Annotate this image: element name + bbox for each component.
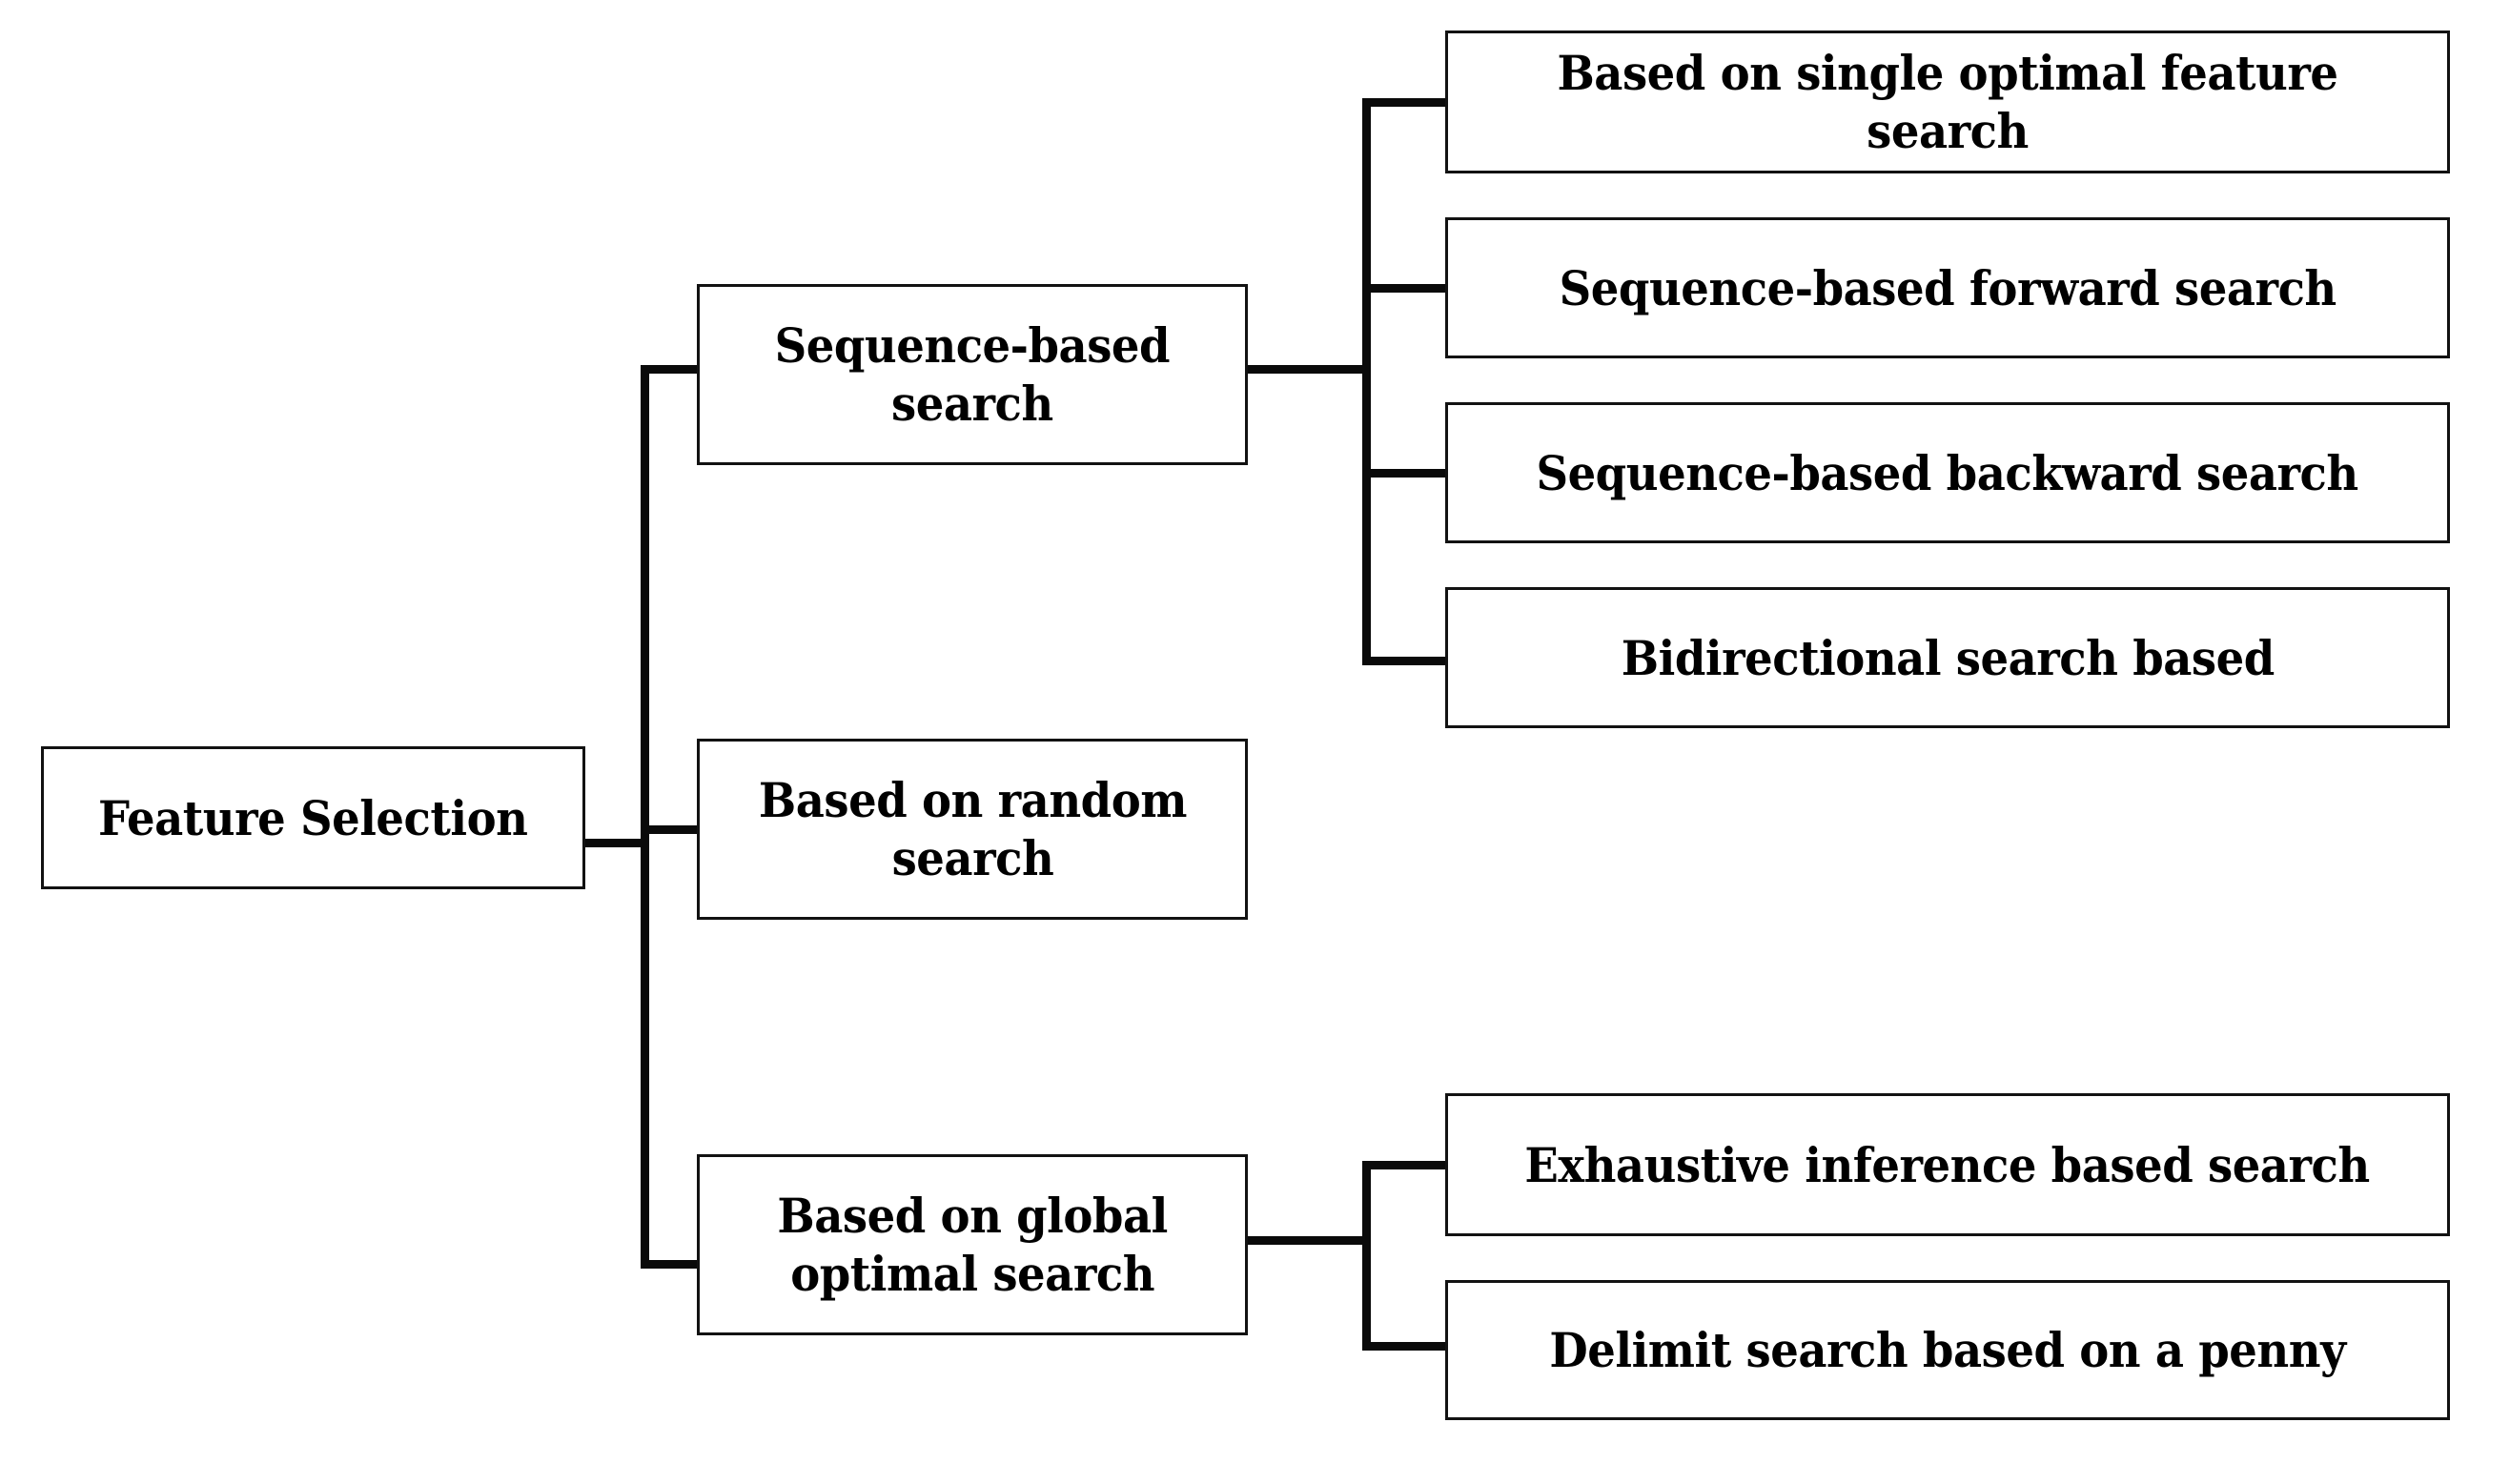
node-based-on-random-search[interactable]: Based on random search [697,739,1248,920]
node-exhaustive-inference-based-search[interactable]: Exhaustive inference based search [1445,1093,2450,1236]
connector-trunk-to-global [641,1260,700,1269]
connector-global-out [1248,1236,1370,1245]
connector-root-to-trunk [585,839,649,847]
connector-sequence-to-child-3 [1362,657,1448,665]
node-label: Sequence-based search [774,317,1171,432]
connector-trunk-vertical [641,365,649,1269]
node-sequence-based-search[interactable]: Sequence-based search [697,284,1248,465]
node-sequence-based-backward-search[interactable]: Sequence-based backward search [1445,402,2450,543]
connector-sequence-out [1248,365,1370,374]
node-label: Sequence-based backward search [1536,444,2359,501]
node-label: Delimit search based on a penny [1549,1322,2346,1378]
connector-trunk-to-random [641,825,700,834]
connector-sequence-to-child-2 [1362,469,1448,478]
node-label: Bidirectional search based [1621,629,2275,686]
connector-sequence-to-child-0 [1362,98,1448,107]
node-label: Feature Selection [98,789,528,846]
node-based-on-single-optimal-feature-search[interactable]: Based on single optimal feature search [1445,30,2450,173]
node-bidirectional-search-based[interactable]: Bidirectional search based [1445,587,2450,728]
connector-trunk-to-sequence [641,365,700,374]
connector-global-to-child-1 [1362,1342,1448,1351]
connector-sequence-to-child-1 [1362,284,1448,293]
node-label: Sequence-based forward search [1559,259,2337,316]
connector-global-spine [1362,1161,1371,1351]
connector-global-to-child-0 [1362,1161,1448,1169]
node-label: Exhaustive inference based search [1524,1136,2371,1193]
connector-sequence-spine [1362,98,1371,665]
node-label: Based on global optimal search [777,1188,1168,1302]
node-feature-selection[interactable]: Feature Selection [41,746,585,889]
node-label: Based on single optimal feature search [1557,45,2338,159]
node-based-on-global-optimal-search[interactable]: Based on global optimal search [697,1154,1248,1335]
node-label: Based on random search [758,772,1187,886]
node-sequence-based-forward-search[interactable]: Sequence-based forward search [1445,217,2450,358]
node-delimit-search-based-on-a-penny[interactable]: Delimit search based on a penny [1445,1280,2450,1420]
